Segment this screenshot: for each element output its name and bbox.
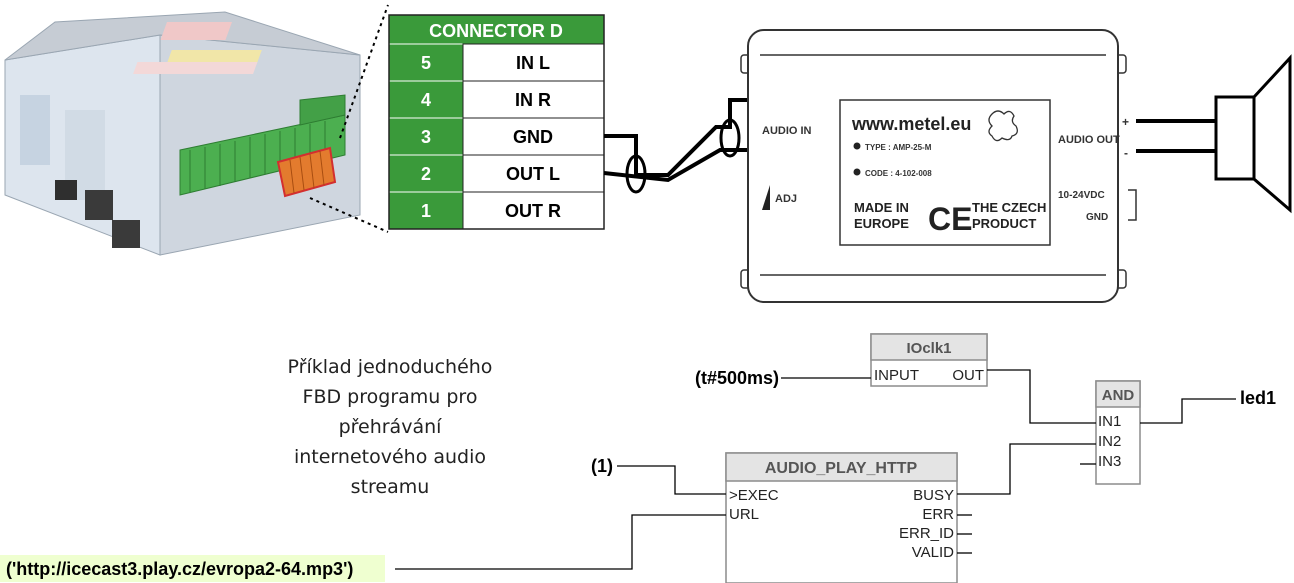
connector-d-table: CONNECTOR D 5 IN L 4 IN R 3 GND 2 OUT L … (388, 14, 605, 230)
audio-in-label: AUDIO IN (762, 125, 812, 137)
pin-label: IN L (516, 53, 550, 73)
controller-device-image (4, 11, 361, 256)
connector-title: CONNECTOR D (429, 21, 563, 41)
fbd-program: IOclk1 INPUT OUT AND IN1 IN2 IN3 AUDIO_P… (0, 333, 1276, 583)
pin-number: 3 (421, 127, 431, 147)
pin-label: OUT L (506, 164, 560, 184)
url-constant: ('http://icecast3.play.cz/evropa2-64.mp3… (6, 559, 353, 579)
zoom-line-top (339, 4, 389, 139)
and-input-pin: IN3 (1098, 453, 1121, 470)
pin-label: IN R (515, 90, 551, 110)
pin-number: 1 (421, 201, 431, 221)
and-title: AND (1102, 387, 1135, 404)
fbd-wires (395, 369, 1236, 570)
ce-mark: CE (928, 201, 972, 237)
caption-line: Příklad jednoduchého (287, 356, 493, 378)
zoom-line-bottom (309, 197, 389, 233)
power-terminal-bracket (1128, 189, 1137, 221)
and-input-pin: IN2 (1098, 433, 1121, 450)
ioclk-output-pin: OUT (952, 367, 984, 384)
code-line: CODE : 4-102-008 (865, 169, 932, 178)
ioclk-title: IOclk1 (906, 340, 951, 357)
adj-potentiometer-icon (762, 185, 770, 210)
audio-play-http-title: AUDIO_PLAY_HTTP (765, 460, 918, 477)
speaker-icon (1214, 54, 1292, 214)
minus-label: - (1124, 146, 1128, 160)
caption-line: FBD programu pro (302, 386, 478, 408)
valid-output-pin: VALID (912, 544, 954, 561)
pin-label: GND (513, 127, 553, 147)
amplifier-module: AUDIO IN ADJ AUDIO OUT + - 10-24VDC GND … (740, 29, 1137, 303)
bullet-icon (853, 142, 861, 150)
connector-d-highlight (276, 146, 337, 198)
audio-out-label: AUDIO OUT (1058, 134, 1120, 146)
led-output: led1 (1240, 388, 1276, 408)
fbd-caption: Příklad jednoduchého FBD programu pro př… (230, 352, 550, 502)
time-constant: (t#500ms) (695, 368, 779, 388)
pin-number: 2 (421, 164, 431, 184)
puzzle-logo-icon (988, 110, 1018, 142)
caption-line: internetového audio (293, 446, 487, 468)
ioclk-input-pin: INPUT (874, 367, 919, 384)
pin-label: OUT R (505, 201, 561, 221)
type-line: TYPE : AMP-25-M (865, 143, 932, 152)
adj-label: ADJ (775, 193, 797, 205)
caption-line: přehrávání (338, 416, 442, 438)
exec-constant: (1) (591, 456, 613, 476)
pin-number: 4 (421, 90, 431, 110)
green-terminal-block (179, 94, 346, 196)
made-in-line-1: MADE IN (854, 200, 909, 215)
and-input-pin: IN1 (1098, 413, 1121, 430)
caption-line: streamu (350, 476, 430, 498)
plus-label: + (1122, 115, 1129, 129)
busy-output-pin: BUSY (913, 487, 954, 504)
url-constant-highlight (0, 555, 385, 582)
url-input-pin: URL (729, 506, 759, 523)
audio-cable (603, 98, 756, 194)
err-id-output-pin: ERR_ID (899, 525, 954, 542)
made-in-line-2: EUROPE (854, 216, 909, 231)
gnd-label: GND (1086, 212, 1108, 223)
err-output-pin: ERR (922, 506, 954, 523)
metel-url: www.metel.eu (851, 114, 971, 134)
bullet-icon (853, 168, 861, 176)
exec-input-pin: >EXEC (729, 487, 779, 504)
czech-line-2: PRODUCT (972, 216, 1036, 231)
czech-line-1: THE CZECH (972, 200, 1046, 215)
power-label: 10-24VDC (1058, 190, 1105, 201)
pin-number: 5 (421, 53, 431, 73)
